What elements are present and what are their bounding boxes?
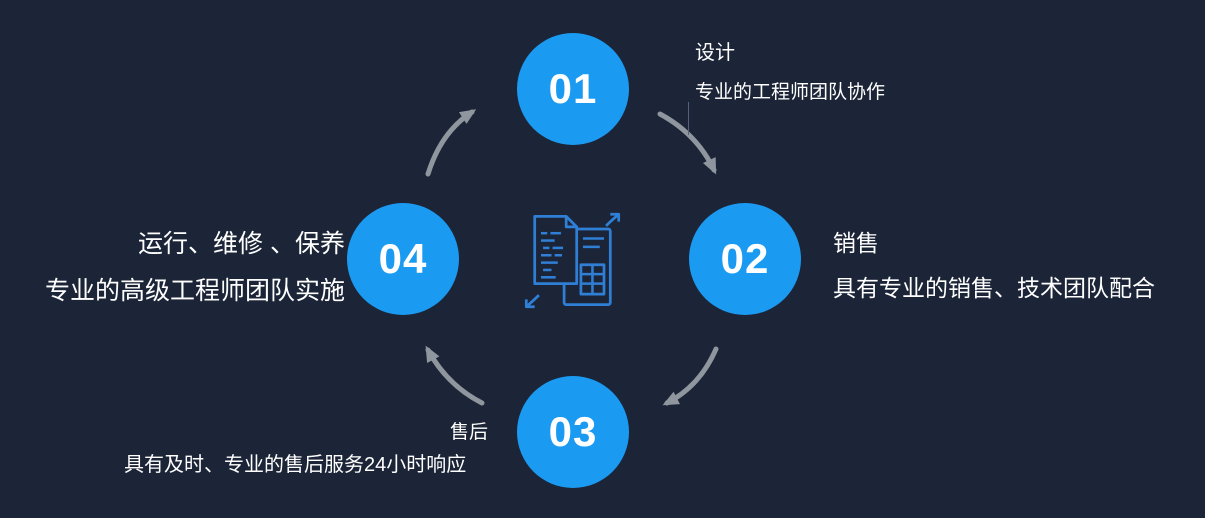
document-sync-icon — [520, 208, 625, 313]
step-2-title: 销售 — [833, 230, 879, 256]
step-number-3: 03 — [548, 408, 598, 455]
step-circle-4: 04 — [347, 203, 459, 315]
step-4-title: 运行、维修 、保养 — [138, 230, 345, 258]
arrow-step4-to-step1 — [425, 109, 477, 177]
step-number-4: 04 — [378, 235, 428, 282]
step-1-title: 设计 — [695, 42, 735, 64]
sync-arrows — [524, 212, 621, 309]
step-circle-1: 01 — [517, 33, 629, 145]
step-2-label: 销售 具有专业的销售、技术团队配合 — [833, 224, 1155, 303]
step-4-description: 专业的高级工程师团队实施 — [44, 277, 345, 305]
step-number-1: 01 — [548, 65, 598, 112]
step-number-2: 02 — [720, 235, 770, 282]
step-circle-3: 03 — [517, 376, 629, 488]
arrow-step2-to-step3 — [662, 346, 719, 406]
front-document — [533, 215, 579, 285]
arrow-step3-to-step4 — [425, 345, 485, 406]
step-1-description: 专业的工程师团队协作 — [695, 82, 886, 103]
step-circle-2: 02 — [689, 203, 801, 315]
arrow-step1-to-step2 — [657, 111, 717, 175]
step-2-description: 具有专业的销售、技术团队配合 — [833, 275, 1155, 301]
step-3-description: 具有及时、专业的售后服务24小时响应 — [124, 454, 467, 476]
step-4-label: 运行、维修 、保养 专业的高级工程师团队实施 — [0, 224, 345, 307]
step-3-title: 售后 — [450, 422, 489, 443]
step-1-label: 设计 专业的工程师团队协作 — [695, 36, 885, 104]
connector-line — [688, 102, 689, 135]
document-sync-icon-svg — [524, 212, 621, 309]
